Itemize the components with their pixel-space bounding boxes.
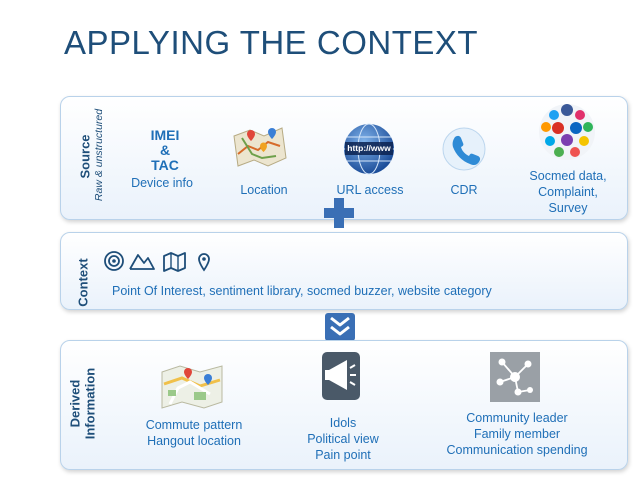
socmed-line-3: Survey [548, 201, 588, 215]
megaphone-icon [318, 350, 364, 402]
city-map-icon [160, 364, 224, 410]
context-panel [60, 232, 628, 310]
socmed-line-1: Socmed data, [529, 169, 607, 183]
socmed-label: Socmed data, Complaint, Survey [516, 168, 620, 216]
socmed-line-2: Complaint, [538, 185, 598, 199]
information-label: Information [82, 367, 98, 440]
source-side-label: Source Raw & unstructured [62, 98, 108, 216]
globe-icon: http://www [342, 122, 396, 176]
social-media-icon [532, 100, 602, 164]
plus-icon [322, 196, 356, 230]
network-icon [490, 352, 540, 402]
imei-tac-label: IMEI & TAC [130, 128, 200, 173]
context-icons [104, 249, 216, 273]
location-label: Location [240, 183, 288, 197]
idols-label: Idols Political view Pain point [288, 415, 398, 463]
idols-line-2: Political view [307, 432, 379, 446]
context-description: Point Of Interest, sentiment library, so… [112, 284, 492, 298]
slide-title: APPLYING THE CONTEXT [64, 24, 479, 61]
globe-url-text: http://www [347, 143, 391, 153]
community-line-2: Family member [473, 427, 561, 441]
tac-line: TAC [151, 157, 179, 173]
derived-label: Derived [67, 379, 83, 428]
idols-line-3: Pain point [315, 448, 371, 462]
derived-side-label: Derived Information [62, 342, 108, 466]
location-map-icon [232, 124, 288, 168]
context-label: Context [75, 258, 91, 307]
community-line-1: Community leader [466, 411, 568, 425]
url-access-label: URL access [336, 183, 404, 197]
phone-icon [441, 126, 487, 172]
imei-line: IMEI [150, 127, 180, 143]
device-info-label: Device info [131, 176, 193, 190]
cdr-label: CDR [450, 183, 478, 197]
idols-line-1: Idols [329, 416, 357, 430]
commute-line-2: Hangout location [147, 434, 241, 448]
amp-line: & [159, 142, 171, 158]
community-line-3: Communication spending [446, 443, 588, 457]
commute-label: Commute pattern Hangout location [132, 417, 256, 449]
source-sublabel: Raw & unstructured [93, 108, 105, 202]
double-chevron-down-icon [325, 313, 355, 341]
commute-line-1: Commute pattern [145, 418, 243, 432]
source-label: Source [77, 134, 93, 179]
community-label: Community leader Family member Communica… [432, 410, 602, 458]
